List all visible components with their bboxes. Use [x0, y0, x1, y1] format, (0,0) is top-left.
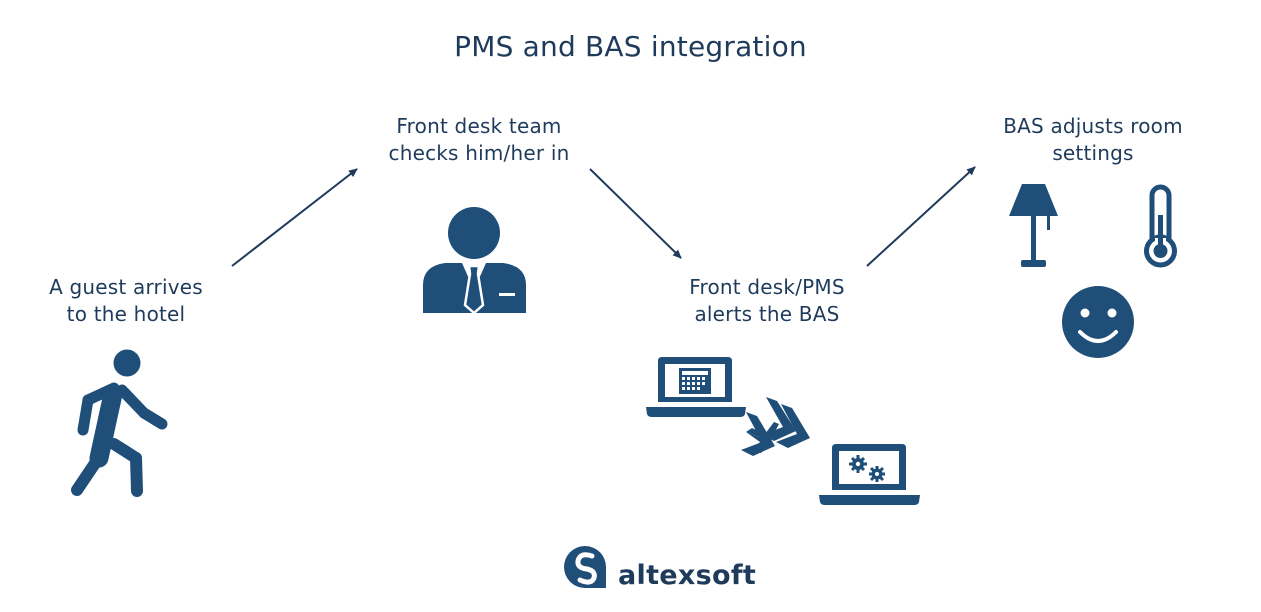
step-label-line: Front desk/PMS: [689, 275, 845, 299]
step-label-line: checks him/her in: [388, 141, 570, 165]
altexsoft-logo-text: altexsoft: [618, 560, 757, 591]
step-check-in-label: Front desk team checks him/her in: [366, 113, 592, 167]
step-alert-bas-label: Front desk/PMS alerts the BAS: [654, 274, 880, 328]
arrow-checkin-to-alert: [589, 168, 682, 259]
step-label-line: settings: [1052, 141, 1134, 165]
receptionist-icon: [423, 207, 526, 315]
step-label-line: BAS adjusts room: [1003, 114, 1183, 138]
step-guest-arrives-label: A guest arrives to the hotel: [26, 274, 226, 328]
chevron-stack: [741, 397, 810, 456]
smiley-icon: [1062, 286, 1134, 358]
bas-laptop-icon: [819, 444, 920, 505]
arrow-guest-to-checkin: [231, 168, 358, 267]
gears-icon: [849, 455, 885, 482]
walking-person-icon: [71, 349, 168, 497]
lamp-icon: [1009, 184, 1058, 267]
altexsoft-logo-icon: [564, 546, 606, 588]
arrow-alert-to-bas: [866, 166, 976, 267]
diagram-title: PMS and BAS integration: [454, 30, 807, 63]
step-adjust-room-label: BAS adjusts room settings: [976, 113, 1210, 167]
thermometer-icon: [1144, 184, 1177, 268]
pms-laptop-icon: [646, 357, 746, 417]
step-label-line: A guest arrives: [49, 275, 203, 299]
calendar-icon: [679, 368, 711, 394]
step-label-line: alerts the BAS: [694, 302, 840, 326]
step-label-line: Front desk team: [396, 114, 562, 138]
step-label-line: to the hotel: [66, 302, 186, 326]
